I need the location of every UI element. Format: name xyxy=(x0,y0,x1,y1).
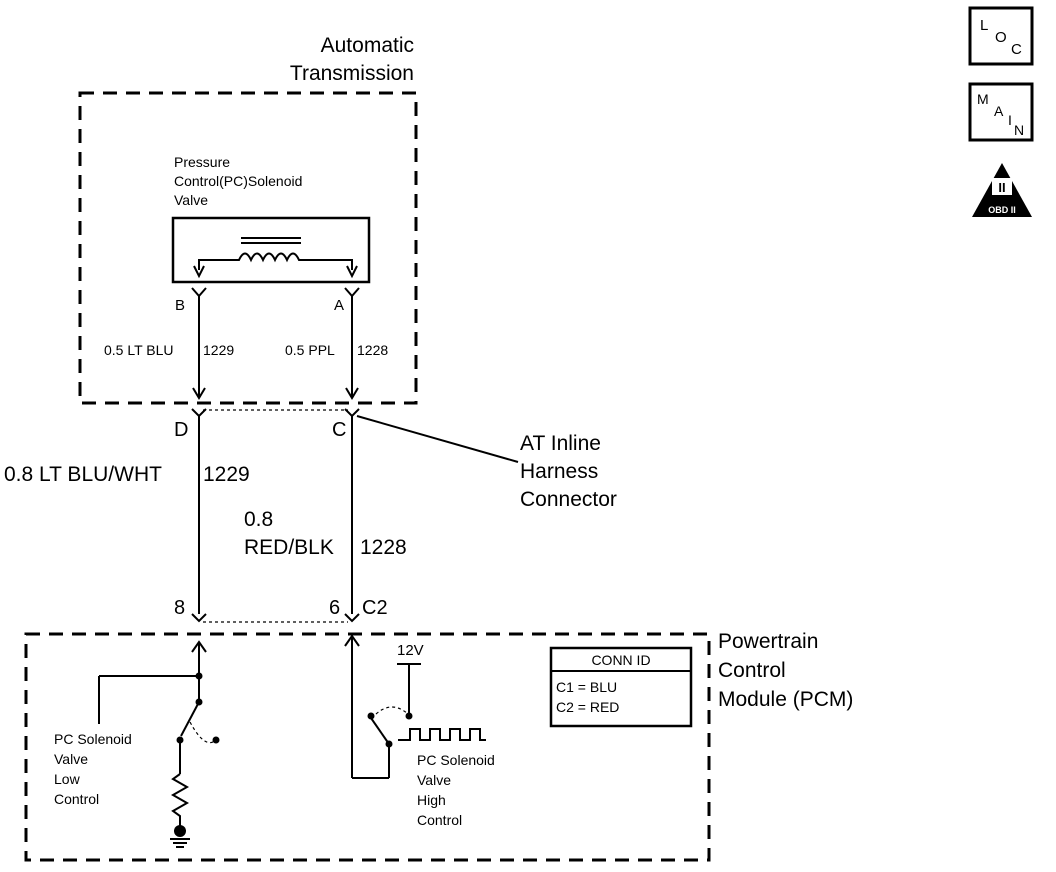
high-control-label-line4: Control xyxy=(417,812,462,828)
pcm-label-line3: Module (PCM) xyxy=(718,688,853,711)
harness-left-circuit: 1229 xyxy=(203,463,250,486)
high-control-label-line2: Valve xyxy=(417,772,451,788)
high-control-label-line3: High xyxy=(417,792,446,808)
wire-right-gauge-color: 0.5 PPL xyxy=(285,342,335,358)
obd-ii-button[interactable]: II OBD II xyxy=(972,163,1032,217)
solenoid-body xyxy=(171,216,371,284)
wire-left-gauge-color: 0.5 LT BLU xyxy=(104,342,174,358)
transmission-title-line1: Automatic xyxy=(321,34,414,57)
inline-pin-d: D xyxy=(174,419,188,441)
wire-1228-arrow xyxy=(345,387,359,400)
inline-connector-label-line1: AT Inline xyxy=(520,432,601,455)
pin-8-terminal xyxy=(191,613,207,623)
loc-letter-c: C xyxy=(1011,41,1022,58)
harness-right-gauge: 0.8 xyxy=(244,508,273,531)
pcm-pin-8: 8 xyxy=(174,597,185,619)
wire-right-circuit: 1228 xyxy=(357,342,388,358)
conn-id-row-2: C2 = RED xyxy=(556,699,619,715)
solenoid-label-line3: Valve xyxy=(174,192,208,208)
harness-left-gauge-color: 0.8 LT BLU/WHT xyxy=(4,463,162,486)
ground-icon xyxy=(170,825,190,848)
main-letter-m: M xyxy=(977,91,989,107)
obd-ii-text: OBD II xyxy=(988,205,1016,215)
pcm-boundary xyxy=(24,632,711,862)
harness-right-circuit: 1228 xyxy=(360,536,407,559)
conn-id-row-1: C1 = BLU xyxy=(556,679,617,695)
obd-ii-numeral: II xyxy=(998,180,1005,195)
solenoid-label-line1: Pressure xyxy=(174,154,230,170)
high-control-circuit xyxy=(344,634,421,779)
solenoid-label-line2: Control(PC)Solenoid xyxy=(174,173,302,189)
loc-letter-l: L xyxy=(980,17,988,34)
transmission-boundary xyxy=(78,91,418,405)
loc-letter-o: O xyxy=(995,29,1007,46)
main-button[interactable]: M A I N xyxy=(968,82,1034,142)
pcm-connector-c2: C2 xyxy=(362,597,388,619)
low-control-circuit xyxy=(98,640,220,774)
inline-connector-leader xyxy=(356,415,519,463)
pcm-label-line1: Powertrain xyxy=(718,630,818,653)
low-control-label-line4: Control xyxy=(54,791,99,807)
main-letter-i: I xyxy=(1008,112,1012,128)
low-control-label-line1: PC Solenoid xyxy=(54,731,132,747)
transmission-title-line2: Transmission xyxy=(290,62,414,85)
pin-b-terminal xyxy=(191,287,207,298)
inline-pin-c: C xyxy=(332,419,346,441)
conn-id-table xyxy=(549,646,693,728)
pin-a-terminal xyxy=(344,287,360,298)
low-control-label-line3: Low xyxy=(54,771,81,787)
solenoid-pin-a: A xyxy=(334,297,344,314)
low-control-label-line2: Valve xyxy=(54,751,88,767)
main-letter-a: A xyxy=(994,103,1004,119)
inline-connector-label-line3: Connector xyxy=(520,488,617,511)
wire-1229-arrow xyxy=(192,387,206,400)
voltage-label: 12V xyxy=(397,642,424,659)
solenoid-coil-icon xyxy=(193,237,358,279)
conn-id-header: CONN ID xyxy=(591,652,650,668)
inline-connector-label-line2: Harness xyxy=(520,460,598,483)
pin-d-terminal xyxy=(191,408,207,418)
pin-6-terminal xyxy=(344,613,360,623)
pcm-label-line2: Control xyxy=(718,659,786,682)
harness-right-color: RED/BLK xyxy=(244,536,334,559)
pcm-pin-6: 6 xyxy=(329,597,340,619)
high-control-label-line1: PC Solenoid xyxy=(417,752,495,768)
main-letter-n: N xyxy=(1014,122,1024,138)
pin-c-terminal xyxy=(344,408,360,418)
wire-left-circuit: 1229 xyxy=(203,342,234,358)
loc-button[interactable]: L O C xyxy=(968,6,1034,66)
solenoid-pin-b: B xyxy=(175,297,185,314)
pwm-signal-icon xyxy=(398,728,486,741)
resistor-icon xyxy=(170,773,190,826)
